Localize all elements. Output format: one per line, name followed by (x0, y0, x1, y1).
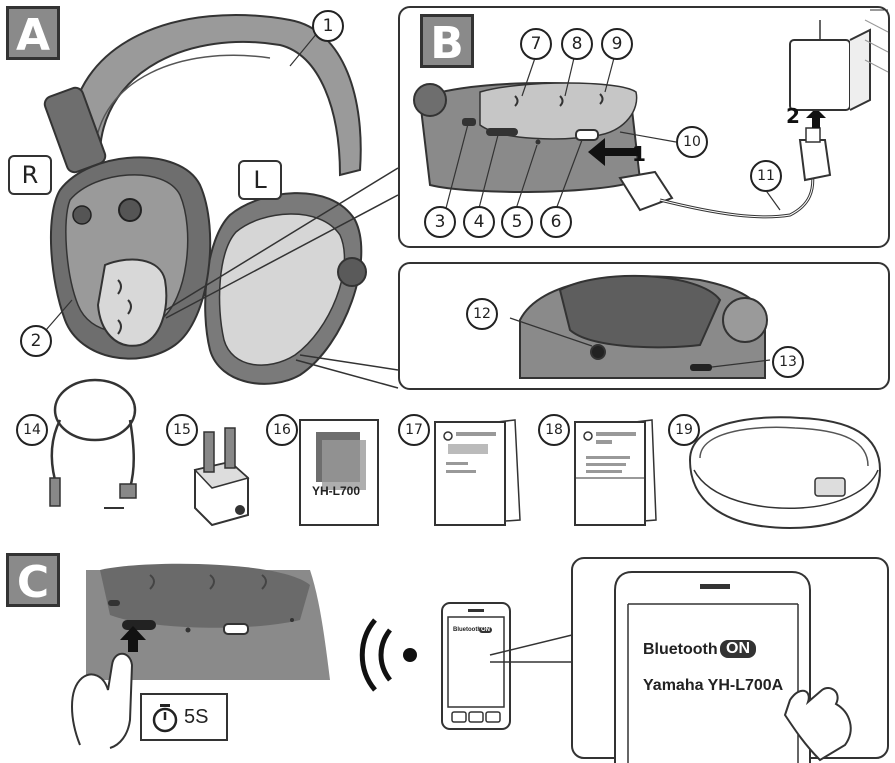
document-18-shape (574, 419, 657, 526)
part-number-3: 3 (424, 206, 456, 238)
on-badge: ON (720, 640, 756, 658)
part-number-18: 18 (538, 414, 570, 446)
part-number-4: 4 (463, 206, 495, 238)
on-text: ON (720, 640, 756, 658)
small-bluetooth-label: Bluetooth (453, 627, 481, 633)
part-number-10: 10 (676, 126, 708, 158)
bluetooth-label: Bluetooth (643, 641, 718, 658)
part-number-14: 14 (16, 414, 48, 446)
part-number-11: 11 (750, 160, 782, 192)
part-number-7: 7 (520, 28, 552, 60)
small-on-badge: ON (479, 627, 492, 633)
part-number-19: 19 (668, 414, 700, 446)
part-number-2: 2 (20, 325, 52, 357)
step-2-label: 2 (786, 104, 800, 128)
step-1-label: 1 (632, 142, 646, 166)
part-number-15: 15 (166, 414, 198, 446)
document-17-shape (434, 419, 521, 526)
manual-title: YH-L700 (312, 484, 361, 498)
headband-shape (68, 14, 362, 177)
carrying-case-shape (688, 416, 882, 530)
part-number-8: 8 (561, 28, 593, 60)
section-b-label: B (420, 14, 474, 69)
airline-adapter-shape (193, 427, 250, 527)
part-number-16: 16 (266, 414, 298, 446)
small-on-text: ON (479, 627, 492, 633)
part-number-13: 13 (772, 346, 804, 378)
section-a-label: A (6, 6, 60, 61)
section-c-label: C (6, 553, 60, 608)
device-name[interactable]: Yamaha YH-L700A (643, 677, 784, 694)
right-callout: R (8, 155, 52, 195)
part-number-5: 5 (501, 206, 533, 238)
part-number-17: 17 (398, 414, 430, 446)
part-number-9: 9 (601, 28, 633, 60)
part-number-6: 6 (540, 206, 572, 238)
timer-text: 5S (184, 706, 209, 728)
left-callout: L (238, 160, 282, 200)
audio-cable-shape (49, 378, 137, 509)
part-number-1: 1 (312, 10, 344, 42)
part-number-12: 12 (466, 298, 498, 330)
